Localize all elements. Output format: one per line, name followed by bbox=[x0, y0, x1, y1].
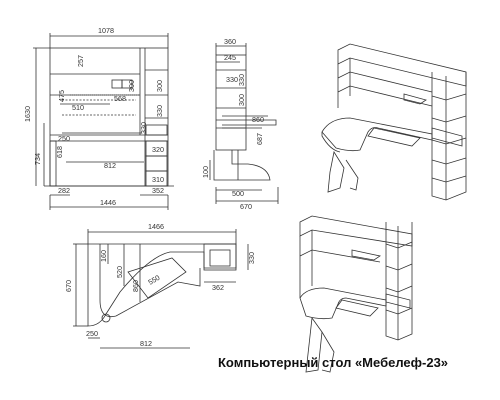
dim-side-height: 687 bbox=[255, 133, 264, 145]
dim-front-h6: 618 bbox=[55, 146, 64, 158]
dim-front-w1: 510 bbox=[72, 103, 84, 112]
dim-plan-d1: 160 bbox=[99, 250, 108, 262]
dim-drawer-3: 310 bbox=[152, 175, 164, 184]
dim-top-width: 1078 bbox=[98, 26, 114, 35]
dim-total-height: 1630 bbox=[23, 106, 32, 122]
dim-front-w5: 352 bbox=[152, 186, 164, 195]
dim-table-height: 734 bbox=[33, 153, 42, 165]
side-view bbox=[209, 43, 279, 204]
iso-view-bottom bbox=[299, 215, 413, 373]
dim-plan-bw1: 250 bbox=[86, 329, 98, 338]
dim-side-h1: 330 bbox=[237, 74, 246, 86]
front-view bbox=[33, 33, 174, 210]
dim-drawer-1: 330 bbox=[139, 122, 148, 134]
dim-front-w6: 1446 bbox=[100, 198, 116, 207]
dim-plan-right: 330 bbox=[247, 252, 256, 264]
dim-side-base: 500 bbox=[232, 189, 244, 198]
dim-plan-left: 670 bbox=[64, 280, 73, 292]
dim-side-top: 360 bbox=[224, 37, 236, 46]
dim-plan-rw: 362 bbox=[212, 283, 224, 292]
dim-front-w4: 282 bbox=[58, 186, 70, 195]
dim-side-h2: 330 bbox=[226, 75, 238, 84]
dim-drawer-2: 320 bbox=[152, 145, 164, 154]
dim-plan-width: 1466 bbox=[148, 222, 164, 231]
dim-side-h3: 300 bbox=[237, 94, 246, 106]
dim-front-h7: 250 bbox=[58, 134, 70, 143]
dim-plan-keyboard: 550 bbox=[147, 273, 162, 287]
dim-front-h3: 300 bbox=[155, 80, 164, 92]
dim-plan-bw2: 812 bbox=[140, 339, 152, 348]
dim-side-desk: 860 bbox=[252, 115, 264, 124]
dim-front-w2: 568 bbox=[114, 94, 126, 103]
dim-front-h2: 300 bbox=[127, 80, 136, 92]
plan-view bbox=[73, 229, 249, 349]
dim-plan-d3: 860 bbox=[131, 280, 140, 292]
iso-view-top bbox=[321, 43, 467, 201]
dim-plan-d2: 520 bbox=[115, 266, 124, 278]
dim-front-w3: 812 bbox=[104, 161, 116, 170]
dim-side-base-h: 100 bbox=[201, 166, 210, 178]
drawing-caption: Компьютерный стол «Мебелеф-23» bbox=[218, 355, 449, 370]
dim-front-h1: 257 bbox=[76, 55, 85, 67]
dim-side-total: 670 bbox=[240, 202, 252, 211]
dim-side-shelf: 245 bbox=[224, 53, 236, 62]
dim-front-h4: 330 bbox=[155, 105, 164, 117]
dim-front-h5: 475 bbox=[57, 90, 66, 102]
